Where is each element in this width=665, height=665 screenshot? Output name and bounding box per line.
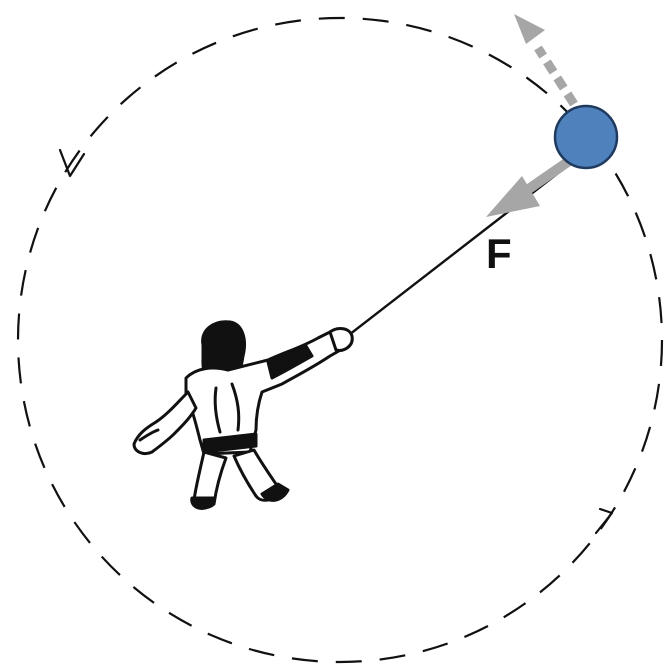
person-figure <box>134 322 352 509</box>
force-label: F <box>486 230 512 277</box>
ball <box>555 106 617 168</box>
orbit-direction-arrow-lower-right <box>596 509 612 533</box>
